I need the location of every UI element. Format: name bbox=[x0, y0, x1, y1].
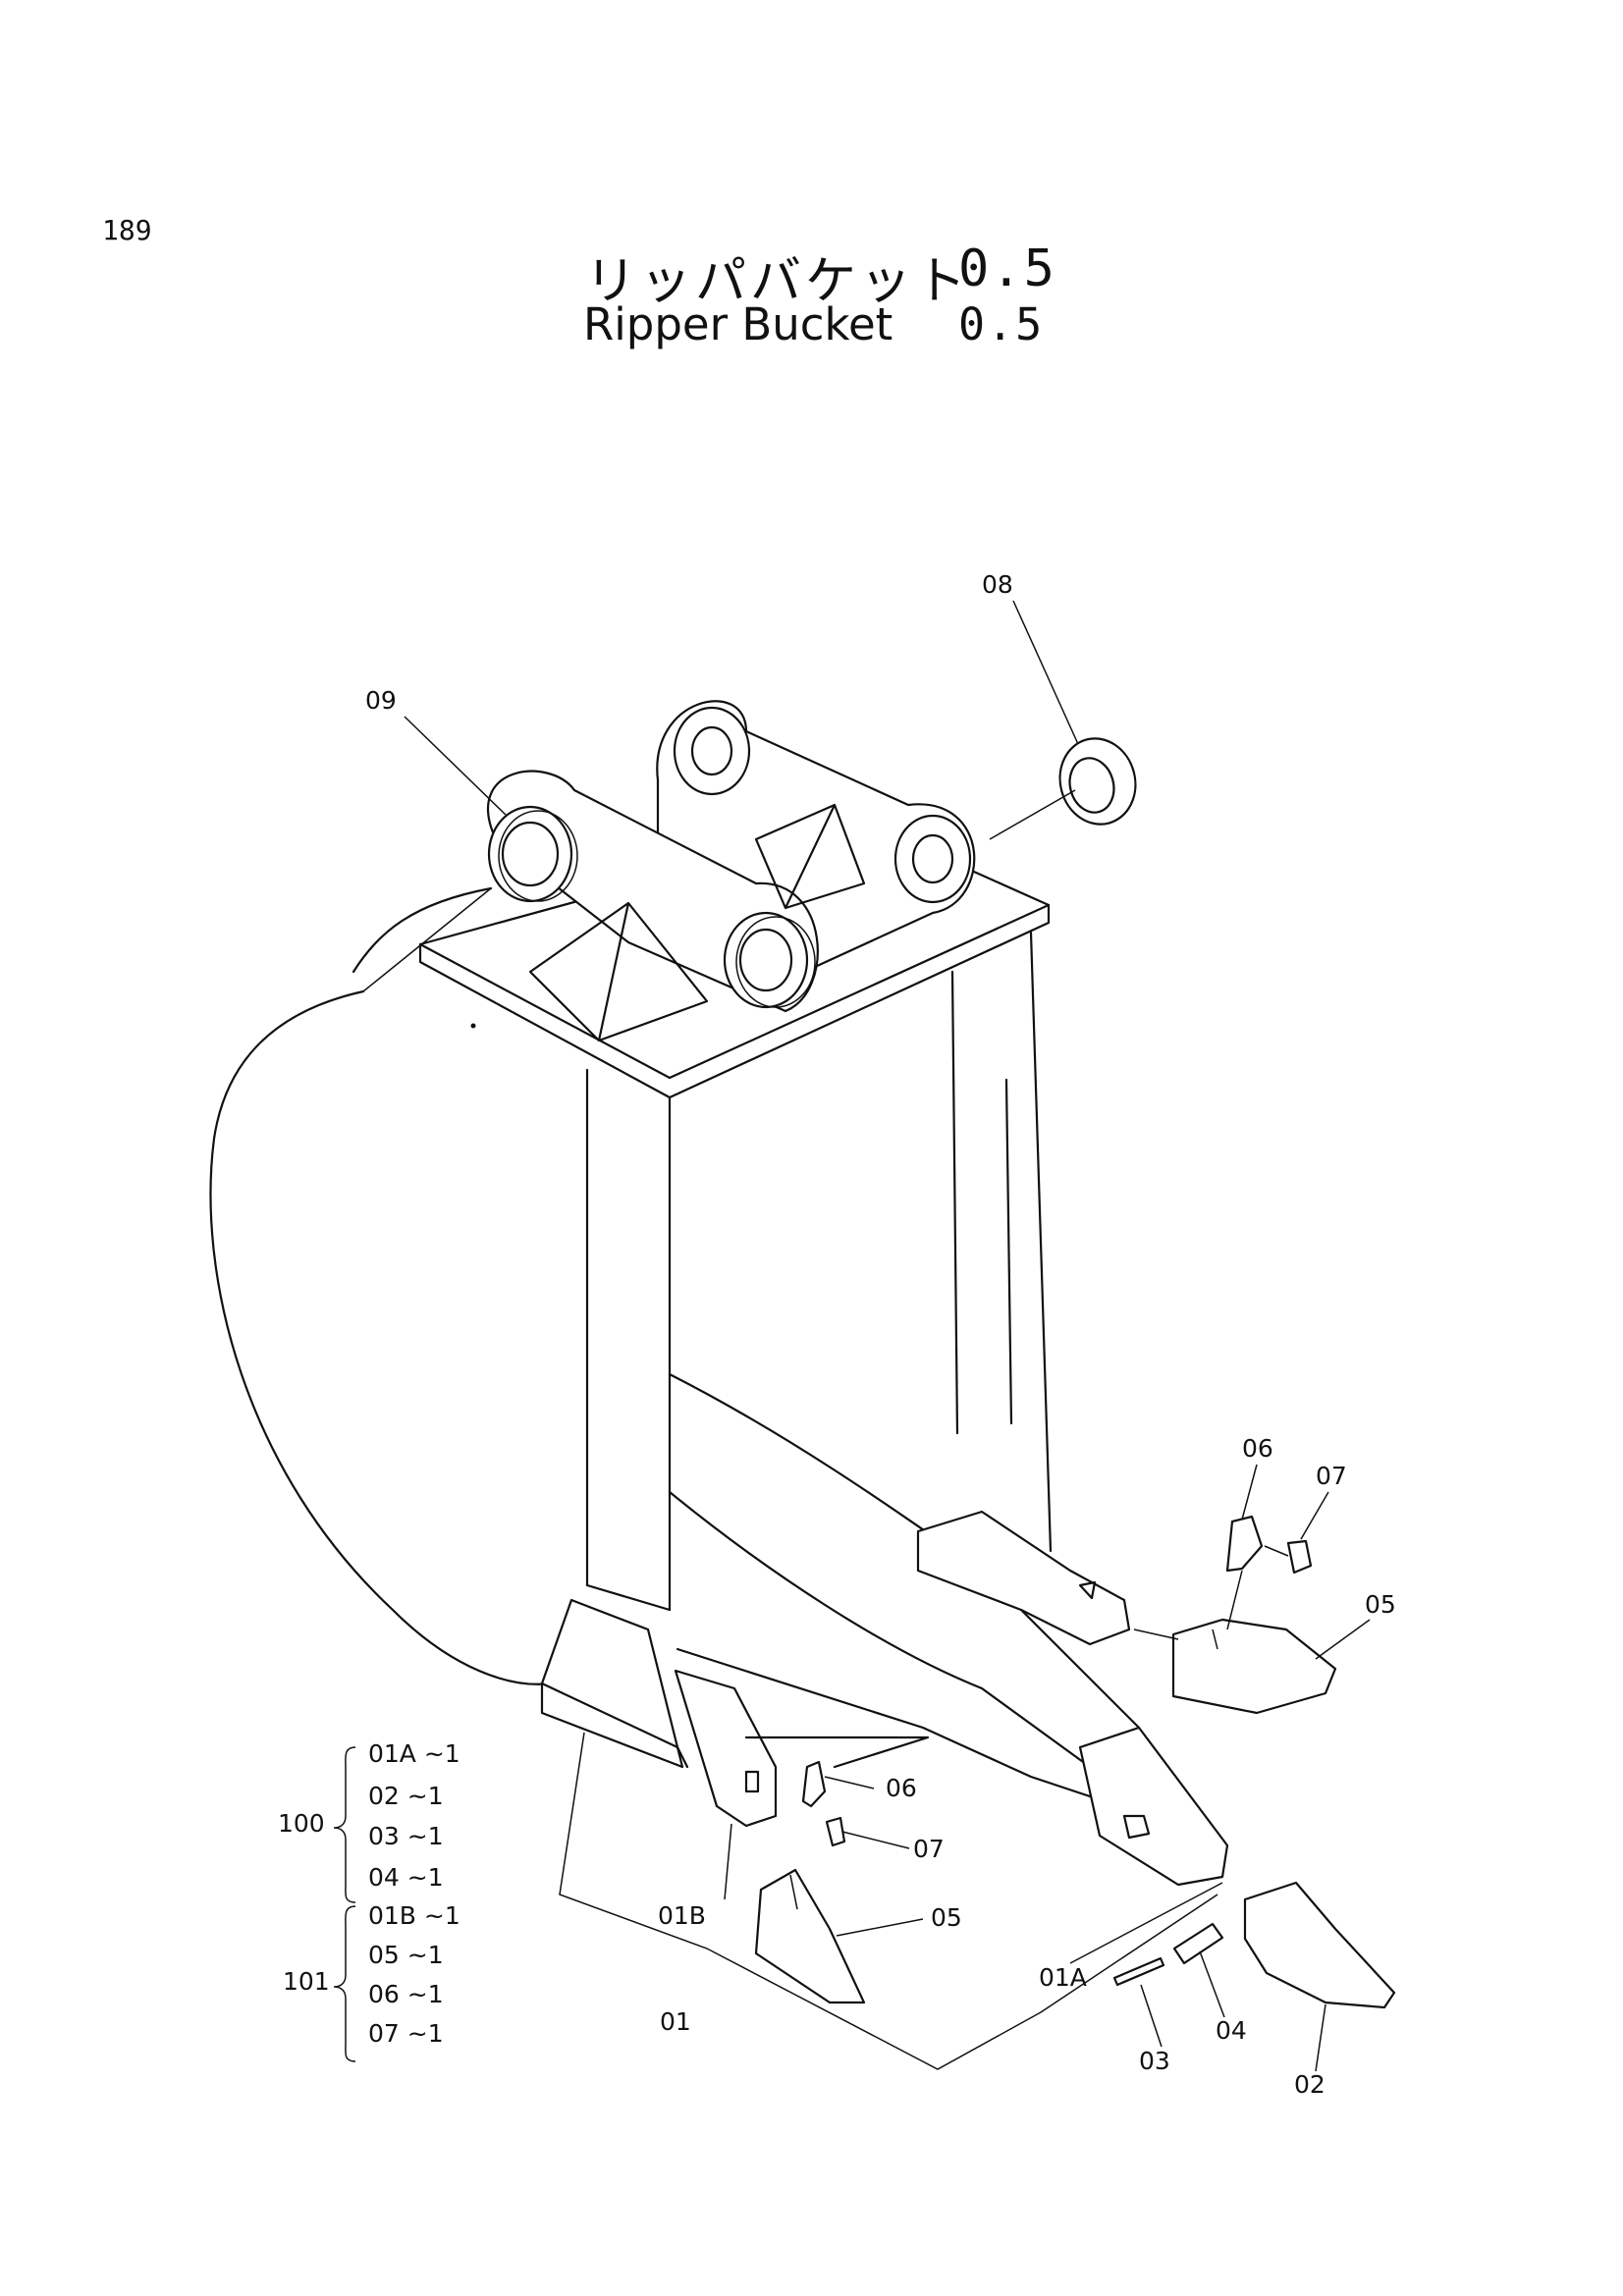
boss-front-right bbox=[723, 911, 816, 1009]
front-base-gusset bbox=[540, 1598, 684, 1769]
leader-06-upper bbox=[1241, 1464, 1258, 1521]
leader-07-lower bbox=[841, 1831, 910, 1849]
page-number: 189 bbox=[102, 214, 152, 246]
leader-05-upper bbox=[1315, 1619, 1371, 1660]
rear-gusset bbox=[754, 803, 866, 910]
group-101-item-1: 01B ~1 bbox=[368, 1901, 460, 1930]
lock-06-lower bbox=[801, 1760, 827, 1808]
callout-03: 03 bbox=[1139, 2047, 1170, 2075]
callout-06-upper: 06 bbox=[1242, 1434, 1273, 1463]
lock-06-upper bbox=[1225, 1515, 1264, 1573]
group-101-brace bbox=[333, 1905, 356, 2062]
bucket-shell-outer bbox=[209, 989, 552, 1685]
group-101-id: 101 bbox=[283, 1967, 330, 1996]
callout-05-lower: 05 bbox=[931, 1903, 962, 1932]
bucket-drawing bbox=[209, 700, 1396, 2009]
callout-02: 02 bbox=[1294, 2070, 1325, 2099]
ripper-shank-upper bbox=[668, 1372, 1141, 1730]
boss-front-left bbox=[487, 805, 578, 903]
tooth-05-lower bbox=[754, 1868, 866, 2004]
leader-07-upper bbox=[1300, 1491, 1329, 1540]
group-101-item-2: 05 ~1 bbox=[368, 1941, 444, 1969]
callout-08: 08 bbox=[982, 570, 1013, 599]
washer-08 bbox=[1058, 737, 1137, 826]
pin-07-lower bbox=[825, 1816, 846, 1847]
leader-01-bracket bbox=[559, 1732, 1218, 2070]
leader-01a bbox=[1069, 1882, 1223, 1964]
bucket-shell-top-edge bbox=[362, 887, 492, 992]
pin-07-upper-line bbox=[1264, 1545, 1289, 1557]
leader-08-to-boss bbox=[989, 789, 1076, 840]
group-100-item-4: 04 ~1 bbox=[368, 1863, 444, 1892]
group-101-item-3: 06 ~1 bbox=[368, 1980, 444, 2008]
main-adapter-pinhole bbox=[1122, 1814, 1151, 1840]
tooth-05-upper bbox=[1171, 1618, 1337, 1715]
group-legend: 100 01A ~1 02 ~1 03 ~1 04 ~1 101 01B ~1 … bbox=[278, 1739, 460, 2062]
callout-01b: 01B bbox=[658, 1901, 706, 1930]
leader-09 bbox=[404, 716, 507, 816]
group-100-item-3: 03 ~1 bbox=[368, 1822, 444, 1850]
callout-07-upper: 07 bbox=[1316, 1462, 1347, 1490]
callout-labels: 08 09 06 07 05 06 07 05 01B 01A 01 04 03… bbox=[365, 570, 1396, 2099]
title-japanese: リッパバケット 0.5 bbox=[585, 240, 1055, 313]
boss-rear-right bbox=[893, 814, 972, 904]
callout-09: 09 bbox=[365, 686, 397, 715]
callout-07-lower: 07 bbox=[913, 1835, 945, 1863]
detail-dot bbox=[470, 1023, 476, 1029]
group-100-brace bbox=[333, 1746, 356, 1903]
pin-04 bbox=[1172, 1922, 1224, 1965]
pin-07-upper bbox=[1286, 1539, 1313, 1575]
callout-06-lower: 06 bbox=[886, 1774, 917, 1802]
pin-03 bbox=[1112, 1956, 1165, 1987]
front-wing-plate bbox=[744, 1735, 930, 1769]
callout-05-upper: 05 bbox=[1365, 1590, 1396, 1619]
callout-01: 01 bbox=[660, 2007, 691, 2036]
group-100-id: 100 bbox=[278, 1809, 325, 1838]
title-japanese-text: リッパバケット bbox=[585, 252, 971, 311]
rear-column bbox=[950, 931, 1053, 1553]
bucket-shell-inner bbox=[352, 886, 493, 974]
callout-01a: 01A bbox=[1039, 1963, 1087, 1992]
front-column bbox=[585, 1068, 672, 1612]
tooth-02 bbox=[1243, 1881, 1396, 2009]
ripper-shank-lower bbox=[668, 1490, 1092, 1769]
tooth-05-upper-slot bbox=[1212, 1629, 1218, 1650]
front-side-adapter bbox=[674, 1669, 778, 1828]
group-101-item-4: 07 ~1 bbox=[368, 2019, 444, 2048]
tooth-05-lower-slot bbox=[789, 1874, 798, 1910]
title-english: Ripper Bucket 0.5 bbox=[583, 298, 1042, 350]
leader-adapter-to-tooth bbox=[1133, 1629, 1179, 1640]
ripper-shank-mid bbox=[676, 1647, 1092, 1798]
title-japanese-value: 0.5 bbox=[958, 240, 1056, 298]
main-shank-adapter bbox=[1078, 1726, 1229, 1887]
front-adapter-slot bbox=[744, 1770, 760, 1793]
group-100-item-1: 01A ~1 bbox=[368, 1739, 460, 1768]
right-side-adapter bbox=[916, 1510, 1131, 1646]
leader-04 bbox=[1199, 1950, 1225, 2018]
lock-06-upper-line bbox=[1226, 1570, 1243, 1630]
leader-02 bbox=[1315, 2003, 1326, 2072]
leader-01b bbox=[724, 1823, 732, 1900]
leader-03 bbox=[1140, 1984, 1163, 2048]
leader-08 bbox=[1012, 600, 1079, 745]
leader-lines bbox=[404, 600, 1371, 2072]
title-english-value: 0.5 bbox=[958, 298, 1045, 350]
front-gusset bbox=[528, 901, 709, 1042]
front-base-plate bbox=[540, 1682, 689, 1769]
callout-04: 04 bbox=[1216, 2016, 1247, 2045]
boss-rear-left bbox=[673, 706, 751, 796]
leader-05-lower bbox=[836, 1918, 924, 1937]
title-english-text: Ripper Bucket bbox=[583, 298, 893, 350]
leader-06-lower bbox=[824, 1776, 875, 1789]
right-side-adapter-slot bbox=[1078, 1580, 1097, 1600]
group-100-item-2: 02 ~1 bbox=[368, 1782, 444, 1810]
